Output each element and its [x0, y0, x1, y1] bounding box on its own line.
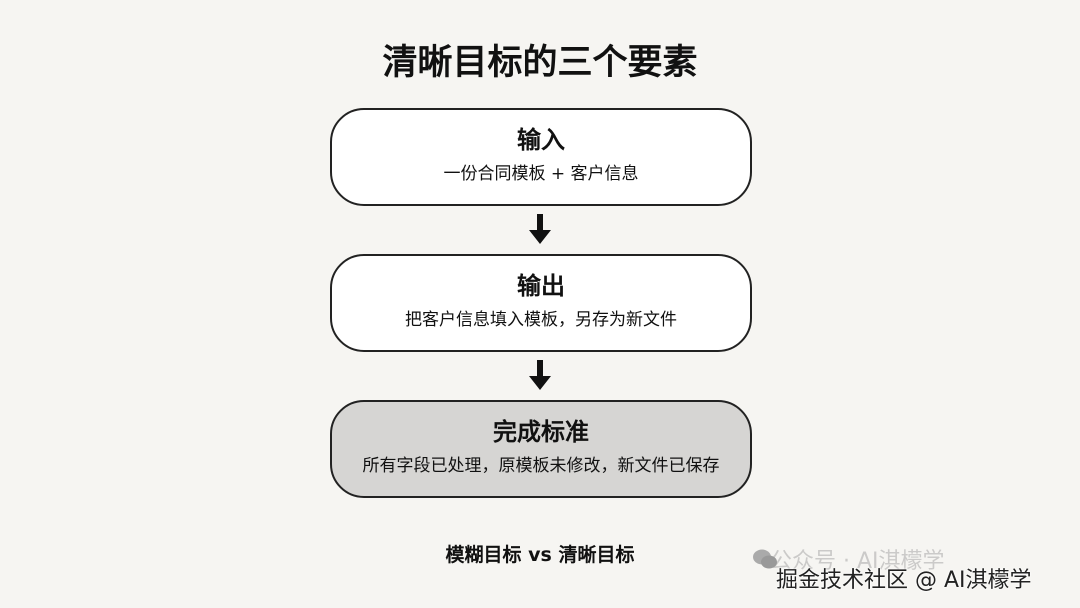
watermark-official-account: 公众号 · AI淇檬学 [770, 549, 945, 574]
step-detail: 一份合同模板 + 客户信息 [443, 164, 639, 184]
watermark-juejin: 掘金技术社区 @ AI淇檬学 [776, 568, 1032, 593]
step-detail: 把客户信息填入模板，另存为新文件 [405, 310, 677, 330]
diagram-title: 清晰目标的三个要素 [382, 43, 698, 83]
step-input: 输入 一份合同模板 + 客户信息 [330, 108, 752, 206]
step-heading: 完成标准 [493, 418, 589, 446]
step-heading: 输出 [517, 272, 565, 300]
step-heading: 输入 [517, 126, 565, 154]
footer-caption: 模糊目标 vs 清晰目标 [445, 544, 635, 566]
step-detail: 所有字段已处理，原模板未修改，新文件已保存 [362, 456, 720, 476]
step-completion-criteria: 完成标准 所有字段已处理，原模板未修改，新文件已保存 [330, 400, 752, 498]
step-output: 输出 把客户信息填入模板，另存为新文件 [330, 254, 752, 352]
wechat-icon [753, 549, 777, 569]
